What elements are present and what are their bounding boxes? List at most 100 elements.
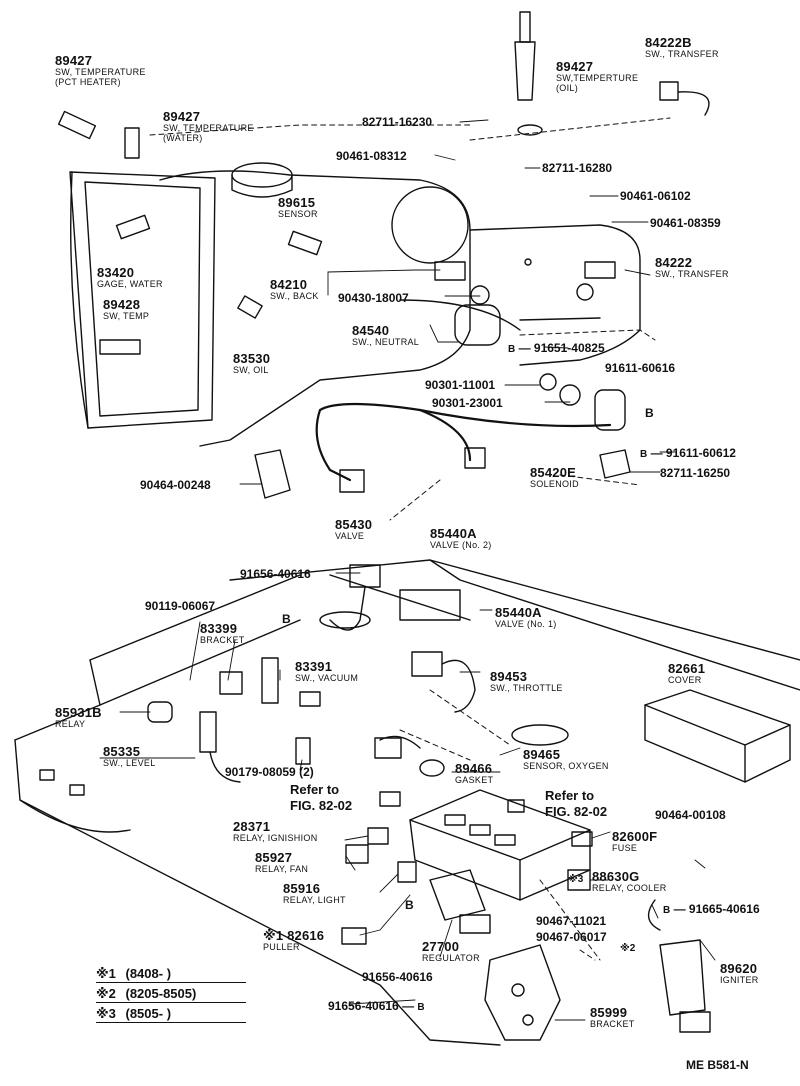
part-90461-08312: 90461-08312 [336, 149, 407, 163]
part-number: 83530 [233, 351, 271, 366]
part-number: 84222B [645, 35, 692, 50]
label-82661: 82661 COVER [668, 662, 705, 685]
footnote-divider [96, 1002, 246, 1003]
part-number: 84540 [352, 323, 390, 338]
part-desc: SW., TRANSFER [655, 269, 729, 279]
part-number: 89427 [55, 53, 93, 68]
label-89465: 89465 SENSOR, OXYGEN [523, 748, 609, 771]
part-desc: SW, TEMPERATURE [55, 67, 146, 77]
part-desc: RELAY, IGNISHION [233, 833, 318, 843]
part-desc: BRACKET [590, 1019, 635, 1029]
part-desc: REGULATOR [422, 953, 480, 963]
part-number: 83391 [295, 659, 333, 674]
star-3-marker: ※3 [568, 874, 584, 885]
part-desc: RELAY [55, 719, 86, 729]
diagram-code: ME B581-N [686, 1058, 749, 1072]
part-desc: GAGE, WATER [97, 279, 163, 289]
part-number: 85999 [590, 1005, 628, 1020]
part-91656-40616-upper: 91656-40616 [240, 567, 311, 581]
part-90464-00108: 90464-00108 [655, 808, 726, 822]
footnote-divider [96, 1022, 246, 1023]
part-desc: SW., TRANSFER [645, 49, 719, 59]
part-desc: SW,TEMPERTURE [556, 73, 639, 83]
part-number: 89620 [720, 961, 758, 976]
part-91611-60612: B — 91611-60612 [640, 446, 736, 460]
part-number: 82661 [668, 661, 706, 676]
part-desc: SW., LEVEL [103, 758, 156, 768]
part-desc: PULLER [263, 942, 300, 952]
label-83391: 83391 SW., VACUUM [295, 660, 358, 683]
part-desc: RELAY, FAN [255, 864, 309, 874]
part-91611-60616: 91611-60616 [605, 361, 676, 375]
label-85440A-no1: 85440A VALVE (No. 1) [495, 606, 557, 629]
label-89428: 89428 SW, TEMP [103, 298, 149, 321]
part-desc: VALVE (No. 1) [495, 619, 557, 629]
label-82616: ※1 82616 PULLER [263, 929, 324, 952]
part-90467-06017: 90467-06017 [536, 930, 607, 944]
label-84222B: 84222B SW., TRANSFER [645, 36, 719, 59]
label-89427-oil: 89427 SW,TEMPERTURE (OIL) [556, 60, 638, 93]
part-desc: IGNITER [720, 975, 759, 985]
label-84210: 84210 SW., BACK [270, 278, 319, 301]
bracket-85999 [484, 944, 561, 1041]
part-number: 89427 [556, 59, 594, 74]
label-85999: 85999 BRACKET [590, 1006, 635, 1029]
dashed-leaders [149, 117, 671, 961]
part-90301-23001: 90301-23001 [432, 396, 503, 410]
part-desc: GASKET [455, 775, 494, 785]
footnote-row: ※1 (8408- ) [96, 966, 171, 982]
leader-lines [99, 119, 716, 1021]
label-89453: 89453 SW., THROTTLE [490, 670, 563, 693]
label-85927: 85927 RELAY, FAN [255, 851, 308, 874]
footnote-mark: ※3 [96, 1006, 116, 1021]
part-desc: SW, TEMPERATURE [163, 123, 254, 133]
part-desc: SW., THROTTLE [490, 683, 563, 693]
label-84540: 84540 SW., NEUTRAL [352, 324, 419, 347]
label-83530: 83530 SW, OIL [233, 352, 270, 375]
part-desc: SW., VACUUM [295, 673, 359, 683]
label-85335: 85335 SW., LEVEL [103, 745, 156, 768]
part-desc: RELAY, COOLER [592, 883, 667, 893]
valves [319, 564, 461, 631]
label-85916: 85916 RELAY, LIGHT [283, 882, 346, 905]
part-number: 27700 [422, 939, 460, 954]
part-number: 85335 [103, 744, 141, 759]
part-desc: SENSOR [278, 209, 318, 219]
part-90430-18007: 90430-18007 [338, 291, 409, 305]
part-number: 83420 [97, 265, 135, 280]
label-28371: 28371 RELAY, IGNISHION [233, 820, 318, 843]
part-number: 84222 [655, 255, 693, 270]
part-number: 82600F [612, 829, 658, 844]
part-desc: FUSE [612, 843, 638, 853]
part-number: 85927 [255, 850, 293, 865]
label-89615: 89615 SENSOR [278, 196, 318, 219]
circle-b-marker: B [282, 612, 291, 626]
part-desc: SOLENOID [530, 479, 579, 489]
regulator [429, 869, 491, 934]
part-number: 89465 [523, 747, 561, 762]
label-27700: 27700 REGULATOR [422, 940, 480, 963]
circle-b-marker: B [645, 406, 654, 420]
part-desc: RELAY, LIGHT [283, 895, 346, 905]
part-90461-08359: 90461-08359 [650, 216, 721, 230]
part-number: 85430 [335, 517, 373, 532]
part-number: 89466 [455, 761, 493, 776]
part-90461-06102: 90461-06102 [620, 189, 691, 203]
refer-line-2: FIG. 82-02 [290, 797, 353, 813]
part-91665-40616: B — 91665-40616 [663, 902, 760, 916]
throttle-switch [411, 651, 476, 713]
part-number: 28371 [233, 819, 271, 834]
refer-line-2: FIG. 82-02 [545, 803, 608, 819]
part-desc: SW, TEMP [103, 311, 150, 321]
part-91656-40616-mid: 91656-40616 [362, 970, 433, 984]
part-82711-16280: 82711-16280 [542, 161, 613, 175]
label-83399: 83399 BRACKET [200, 622, 245, 645]
part-desc-2: (PCT HEATER) [55, 77, 121, 87]
part-number: 89427 [163, 109, 201, 124]
part-91656-40616-lower: 91656-40616 — B [328, 999, 425, 1013]
label-85430: 85430 VALVE [335, 518, 372, 541]
part-number: 89428 [103, 297, 141, 312]
refer-to-fig-right: Refer to FIG. 82-02 [545, 788, 607, 819]
label-85420E: 85420E SOLENOID [530, 466, 579, 489]
